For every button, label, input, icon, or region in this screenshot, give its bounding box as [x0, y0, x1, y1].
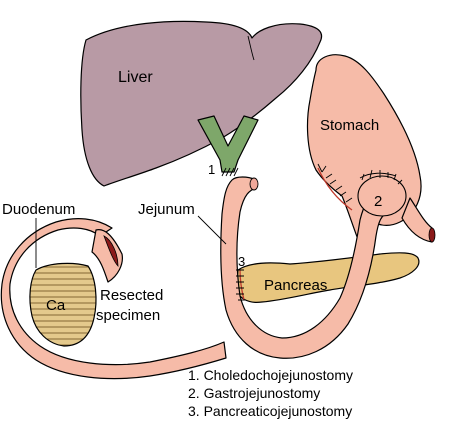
jejunum-pointer [197, 215, 227, 245]
pancreas [235, 252, 420, 303]
resected-label-line2: specimen [96, 307, 160, 324]
legend-item-2: 2. Gastrojejunostomy [188, 385, 320, 401]
anastomosis-sutures [221, 163, 403, 301]
pancreas-label: Pancreas [264, 277, 327, 294]
bile-duct [197, 115, 259, 173]
liver [80, 20, 323, 187]
duodenum-lumen [103, 235, 119, 267]
marker-1: 1 [208, 162, 215, 177]
gastrojejunostomy [357, 175, 407, 217]
stomach-label: Stomach [320, 117, 379, 134]
jejunum-end-lumen [249, 177, 259, 191]
jejunum-label: Jejunum [138, 201, 195, 218]
marker-2: 2 [374, 193, 382, 210]
legend-item-3: 3. Pancreaticojejunostomy [188, 403, 352, 419]
legend-item-1: 1. Choledochojejunostomy [188, 367, 353, 383]
gastric-outflow-lumen [428, 227, 436, 243]
resected-duodenum [0, 218, 227, 380]
pancreatic-head-specimen [29, 262, 97, 347]
liver-label: Liver [118, 69, 153, 86]
duodenum-proximal-stump [91, 229, 123, 283]
resected-label-line1: Resected [100, 287, 163, 304]
duodenum-label: Duodenum [2, 201, 75, 218]
marker-3: 3 [238, 254, 245, 269]
ca-label: Ca [46, 297, 66, 314]
